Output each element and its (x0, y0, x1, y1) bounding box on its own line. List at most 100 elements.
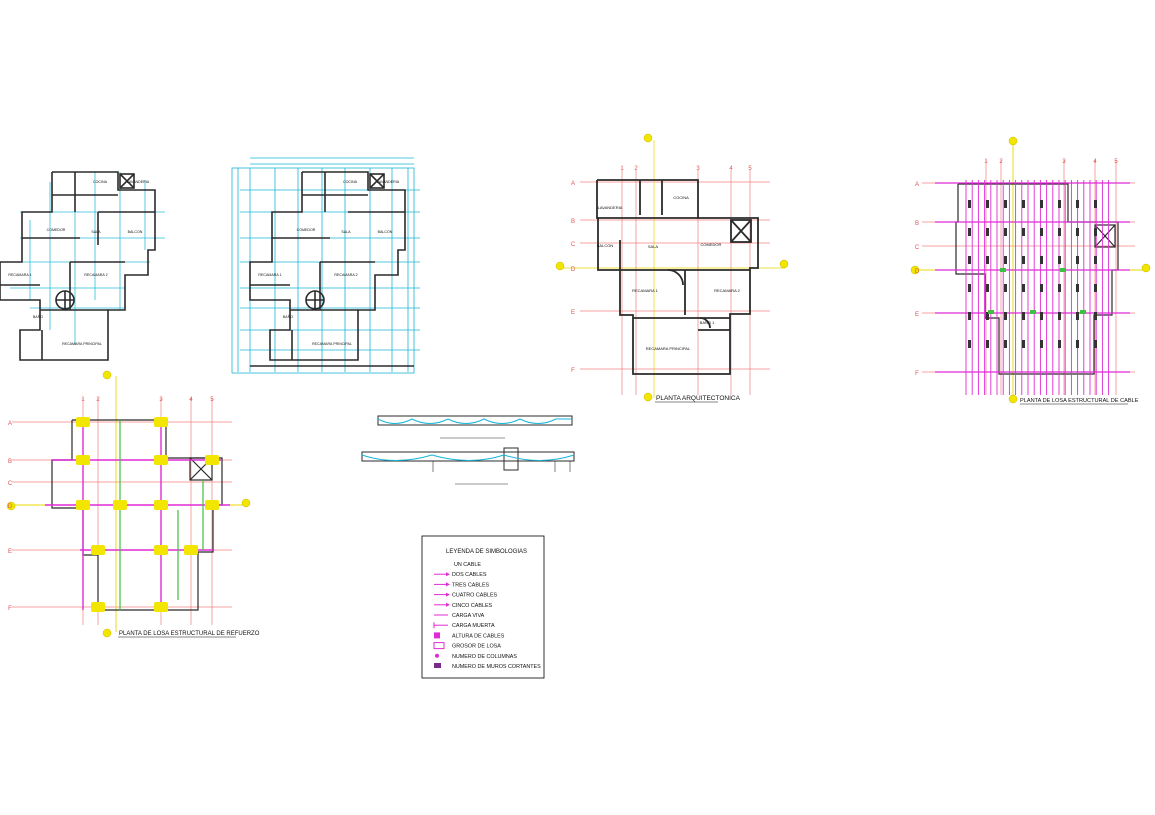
cable-tag (1094, 200, 1097, 208)
cable-tag (986, 284, 989, 292)
cable-tag (1058, 256, 1061, 264)
cable-tag (1022, 284, 1025, 292)
cable-tag (1022, 256, 1025, 264)
plan1-room-sala: SALA (91, 230, 101, 234)
plan2-room-sala: SALA (341, 230, 351, 234)
cable-tag (968, 200, 971, 208)
arch-plan-title: PLANTA ARQUITECTONICA (656, 395, 741, 402)
plan1-room-comedor: COMEDOR (47, 228, 66, 232)
plan1-room-recamara-2: RECAMARA 2 (84, 273, 107, 277)
arch-room-recamara-1: RECAMARA 1 (632, 288, 659, 293)
cable-col-1: 1 (984, 159, 988, 165)
column-marker (154, 602, 168, 612)
plan1-room-recamara-1: RECAMARA 1 (8, 273, 31, 277)
reinf-col-4: 4 (189, 397, 193, 403)
cable-tag (1040, 228, 1043, 236)
cable-tag (1022, 340, 1025, 348)
arch-room-balcon: BALCON (597, 243, 614, 248)
arch-room-recamara-2: RECAMARA 2 (714, 288, 741, 293)
column-marker (76, 417, 90, 427)
cable-tag (1058, 284, 1061, 292)
legend-arrowhead-icon (446, 602, 450, 607)
cable-row-f: F (915, 371, 919, 377)
arch-room-comedor: COMEDOR (701, 242, 722, 247)
column-marker (184, 545, 198, 555)
cable-col-3: 3 (1062, 159, 1066, 165)
slab-section-details (361, 415, 575, 485)
cable-tag (1004, 284, 1007, 292)
column-marker (154, 500, 168, 510)
cable-tag (1094, 284, 1097, 292)
plan2-room-cocina: COCINA (343, 180, 358, 184)
cable-green-mark (1060, 268, 1066, 272)
cable-row-d: D (915, 269, 920, 275)
arch-row-a: A (571, 181, 575, 187)
reinf-col-3: 3 (159, 397, 163, 403)
legend-item-label: TRES CABLES (452, 582, 490, 588)
reinforcement-structural-plan: 1 2 3 4 5 A B C D E F PLANTA DE LOSA EST… (6, 370, 260, 638)
legend-arrowhead-icon (446, 582, 450, 587)
cable-tag (1094, 228, 1097, 236)
floor-plan-2-dimensioned: LAVANDERIA COCINA SALA COMEDOR BALCON RE… (231, 157, 420, 374)
cable-tag (1040, 284, 1043, 292)
floor-plan-1: LAVANDERIA COCINA SALA COMEDOR BALCON RE… (0, 171, 165, 361)
legend-arrowhead-icon (446, 592, 450, 597)
legend-item-label: UN CABLE (454, 562, 481, 568)
legend-rect-icon (434, 663, 441, 668)
reinf-col-1: 1 (81, 397, 85, 403)
cable-tag (968, 340, 971, 348)
cable-tag (1004, 340, 1007, 348)
legend-box-icon (433, 642, 445, 650)
legend-item-label: CARGA VIVA (452, 613, 485, 619)
cable-green-mark (1080, 310, 1086, 314)
cable-tag (1094, 340, 1097, 348)
cable-tag (968, 284, 971, 292)
cable-tag (1076, 312, 1079, 320)
plan1-room-cocina: COCINA (93, 180, 108, 184)
cable-tag (1040, 256, 1043, 264)
cable-tag (1004, 200, 1007, 208)
cable-tag (968, 256, 971, 264)
reinf-row-d: D (8, 504, 13, 510)
cable-col-5: 5 (1114, 159, 1118, 165)
cable-tag (1058, 228, 1061, 236)
cable-lines (935, 180, 1130, 395)
column-marker (154, 417, 168, 427)
legend-arrowhead-icon (446, 572, 450, 577)
cable-green-mark (1000, 268, 1006, 272)
arch-row-d: D (571, 267, 576, 273)
legend-item-label: CUATRO CABLES (452, 593, 498, 599)
architectural-plan: 1 2 3 4 5 A B C D E F LAVANDERIA COCINA … (555, 133, 789, 403)
cable-tag (986, 340, 989, 348)
cable-tag (986, 228, 989, 236)
legend-item-label: CARGA MUERTA (452, 623, 495, 629)
reinf-row-b: B (8, 459, 12, 465)
cable-tag (986, 256, 989, 264)
cable-tag (1040, 312, 1043, 320)
arch-room-sala: SALA (648, 244, 659, 249)
cable-tag (1040, 340, 1043, 348)
legend-title: LEYENDA DE SIMBOLOGIAS (446, 549, 527, 555)
legend-item-label: NUMERO DE COLUMNAS (452, 654, 517, 660)
cable-tag (986, 200, 989, 208)
plan2-room-lavanderia: LAVANDERIA (377, 180, 400, 184)
column-marker (154, 455, 168, 465)
cable-tag (1040, 200, 1043, 208)
cable-tag (986, 312, 989, 320)
cable-tag (968, 228, 971, 236)
cable-tag (1076, 200, 1079, 208)
cable-tag (1004, 256, 1007, 264)
arch-col-1: 1 (620, 166, 624, 172)
reinf-row-c: C (8, 481, 13, 487)
cable-tag (1022, 228, 1025, 236)
cable-row-b: B (915, 221, 919, 227)
plan2-room-recamara-1: RECAMARA 1 (258, 273, 281, 277)
arch-room-lavanderia: LAVANDERIA (598, 205, 623, 210)
legend-dot-icon (435, 653, 439, 658)
legend-item-label: CINCO CABLES (452, 603, 493, 609)
cable-col-4: 4 (1093, 159, 1097, 165)
plan1-room-lavanderia: LAVANDERIA (127, 180, 150, 184)
